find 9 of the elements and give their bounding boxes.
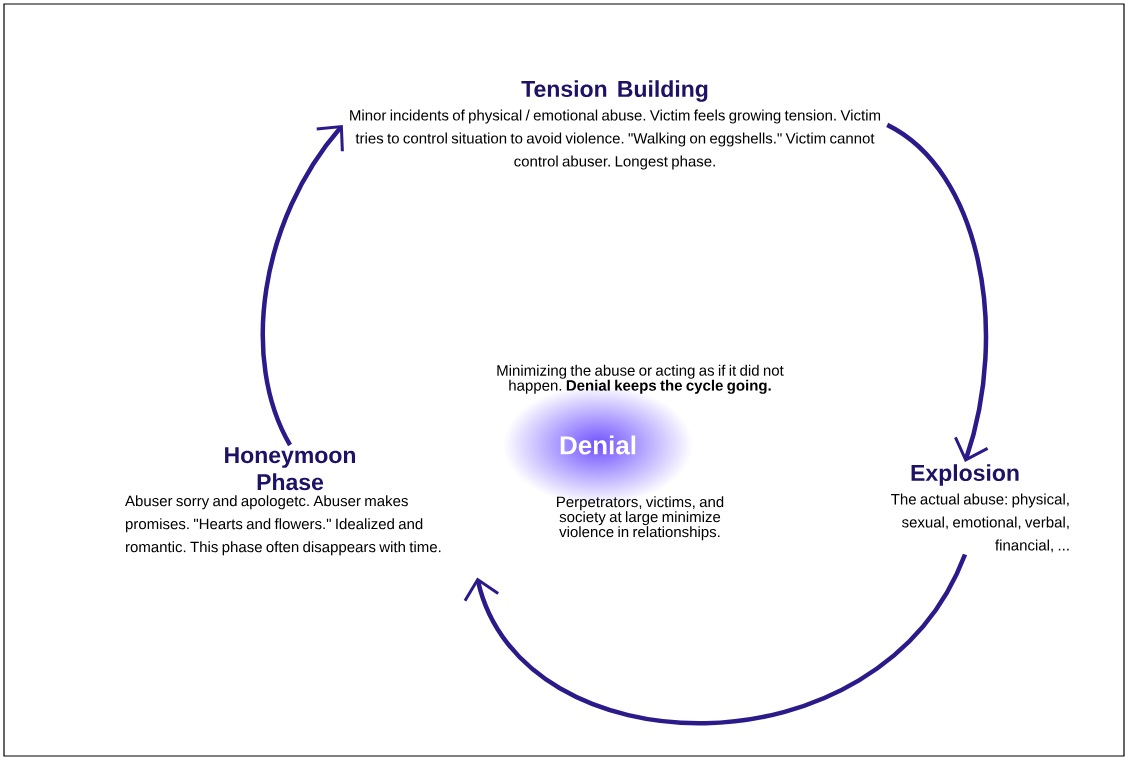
note-text: Perpetrators, victims, and society at large minimize violence in relationships. [557,496,724,541]
cycle-arrow [463,553,967,726]
phase-text: Tension Building Minor incidents of physical / emotional abuse. Victim feels growing tension. Victim tries to control situation to avoid violence. "Walking on eggshells." Victim cannot control abuser. Longest phase. [350,80,881,170]
cycle-arrow [886,122,989,462]
phase-text: Explosion The actual abuse: physical, sexual, emotional, verbal, financial, ... [891,464,1069,553]
denial-blob: Denial [560,435,636,455]
note-text: Minimizing the abuse or acting as if it did not happen. Denial keeps the cycle going. [497,364,784,394]
cycle-arrow [260,124,344,446]
phase-text: Honeymoon Phase Abuser sorry and apologetc. Abuser makes promises. "Hearts and flowers." Idealized and romantic. This phase often disappears with time. [125,447,441,556]
